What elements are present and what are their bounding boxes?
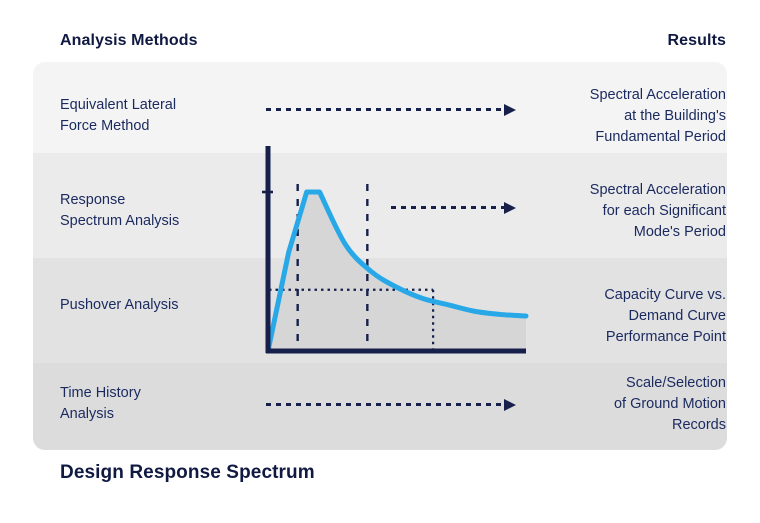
dashed-line-icon (391, 206, 505, 209)
arrow-head-icon (504, 399, 516, 411)
connector-arrow-row-4 (266, 399, 516, 411)
response-spectrum-chart (255, 140, 545, 365)
method-label-pushover-analysis: Pushover Analysis (60, 297, 179, 313)
result-label-ground-motion-records: Scale/Selection of Ground Motion Records (613, 375, 726, 433)
result-label-performance-point: Capacity Curve vs. Demand Curve Performa… (604, 287, 726, 345)
dashed-line-icon (266, 108, 505, 111)
column-header-analysis-methods: Analysis Methods (60, 32, 198, 49)
row-band-equivalent-lateral-force (33, 62, 727, 153)
row-band-response-spectrum (33, 153, 727, 258)
result-label-significant-mode-period: Spectral Acceleration for each Significa… (589, 182, 726, 240)
connector-arrow-row-1 (266, 104, 516, 116)
spectrum-curve-line (265, 189, 529, 354)
spectrum-area-fill (268, 192, 526, 351)
methods-results-panel (33, 62, 727, 450)
figure-caption: Design Response Spectrum (60, 462, 315, 483)
row-band-time-history (33, 363, 727, 450)
method-label-response-spectrum-analysis: Response Spectrum Analysis (60, 192, 180, 229)
method-label-time-history-analysis: Time History Analysis (60, 385, 141, 422)
response-spectrum-svg (262, 146, 529, 354)
arrow-head-icon (504, 104, 516, 116)
connector-arrow-row-2 (391, 202, 516, 214)
column-header-results: Results (667, 32, 726, 49)
result-label-fundamental-period: Spectral Acceleration at the Building's … (589, 87, 726, 145)
dashed-line-icon (266, 403, 505, 406)
arrow-head-icon (504, 202, 516, 214)
method-label-equivalent-lateral-force: Equivalent Lateral Force Method (60, 97, 177, 134)
